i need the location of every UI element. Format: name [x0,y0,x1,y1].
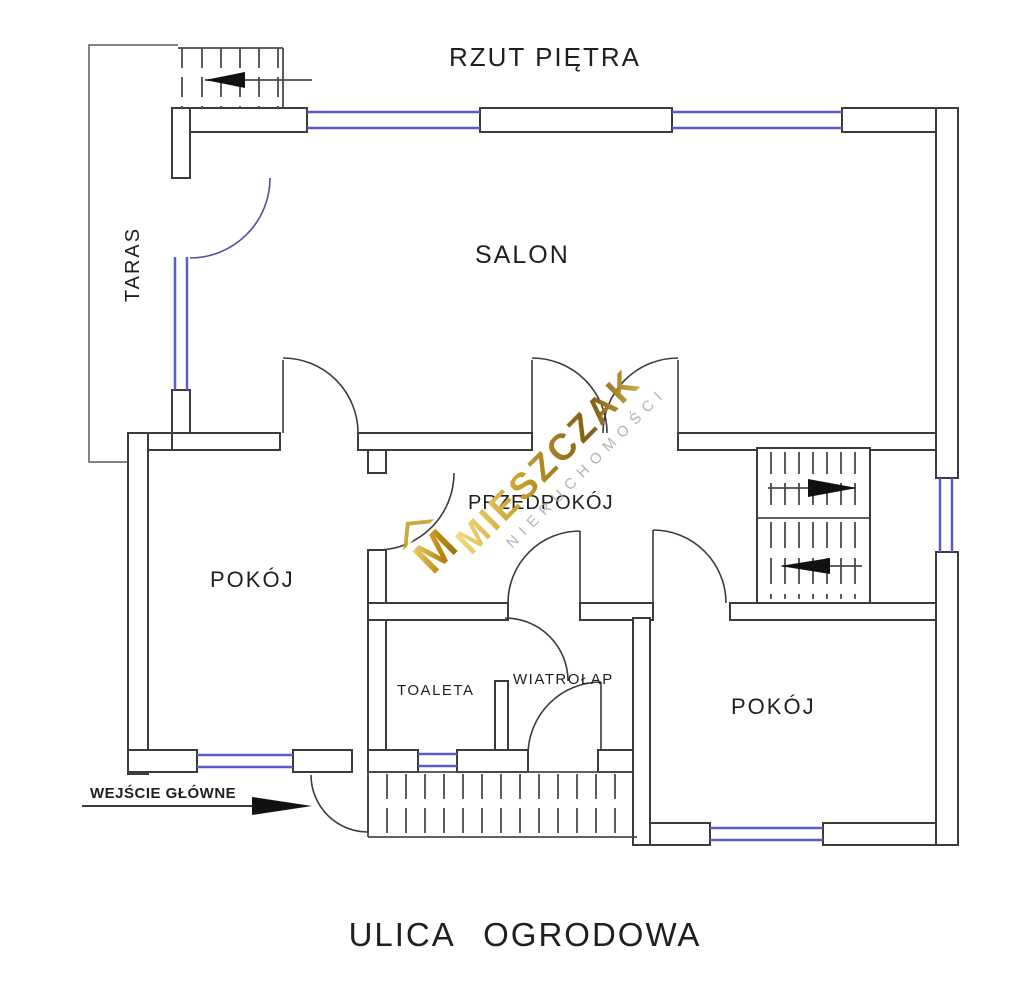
terrace-glass-door [173,257,189,390]
wall-pokoj2-bottom-a [649,822,711,846]
wall-left-upper [171,107,191,179]
door-exterior-pokoj-left [310,774,369,833]
wall-bottom-d [456,749,529,773]
room-label-pokoj-right: POKÓJ [731,694,816,719]
wall-hall-south-b [579,602,654,621]
door-toaleta [504,617,569,682]
door-terrace-arc [189,177,271,259]
window-right [938,478,954,552]
double-door-right-leaf [602,357,679,434]
room-label-taras: TARAS [104,226,164,302]
window-top-left [307,110,480,130]
wall-top-a [171,107,308,133]
door-pokoj-left-hall [376,472,455,551]
wall-toaleta-wiatrolap [494,680,509,751]
entrance-label: WEJŚCIE GŁÓWNE [90,785,237,802]
door-hall-wiatrolap [507,530,581,604]
windows [173,110,954,842]
window-toaleta [418,752,457,768]
wall-bottom-a [127,749,198,773]
wall-bottom-b [292,749,353,773]
porch-stairs [367,771,637,838]
wall-right-lower [935,551,959,846]
door-entrance-wiatrolap [527,681,602,756]
terrace-outline [88,44,178,463]
entrance-arrow [82,797,312,815]
door-hall-pokoj-right [652,529,727,604]
window-pokoj-right [710,826,823,842]
doors [282,357,727,833]
stairs-arrow-right-icon [808,479,857,497]
stairs-arrow-left-icon [205,72,245,88]
door-pokoj-left-salon [282,357,359,434]
wall-right-upper [935,107,959,479]
window-pokoj-left [197,753,293,769]
porch-treads [386,774,616,835]
wall-top-b [479,107,673,133]
wall-toaleta-left [367,617,387,751]
room-label-pokoj-left: POKÓJ [210,567,295,592]
wall-hall-left-a [367,449,387,474]
wall-bottom-c [367,749,419,773]
exterior-stairs-top-edge [178,47,284,108]
room-label-salon: SALON [475,241,570,269]
wall-hall-south-a [367,602,509,621]
wall-bottom-e [597,749,634,773]
double-door-left-leaf [531,357,608,434]
wall-salon-south-b [357,432,533,451]
page-title: RZUT PIĘTRA [449,42,641,72]
walls [127,107,959,846]
window-top-right [672,110,842,130]
entrance-direction-arrow-icon [252,797,312,815]
room-label-toaleta: TOALETA [397,682,475,699]
street-label: ULICA OGRODOWA [348,916,702,953]
wall-wiatrolap-right [632,617,651,846]
wall-block-left [127,432,149,775]
room-label-wiatrolap: WIATROŁAP [513,671,614,688]
room-label-przedpokoj: PRZEDPOKÓJ [468,492,614,514]
taras-text: TARAS [122,226,145,302]
stairs-arrow-left2-icon [780,558,830,574]
wall-pokoj2-bottom-b [822,822,937,846]
wall-hall-south-c [729,602,937,621]
wall-salon-south-a [171,432,281,451]
